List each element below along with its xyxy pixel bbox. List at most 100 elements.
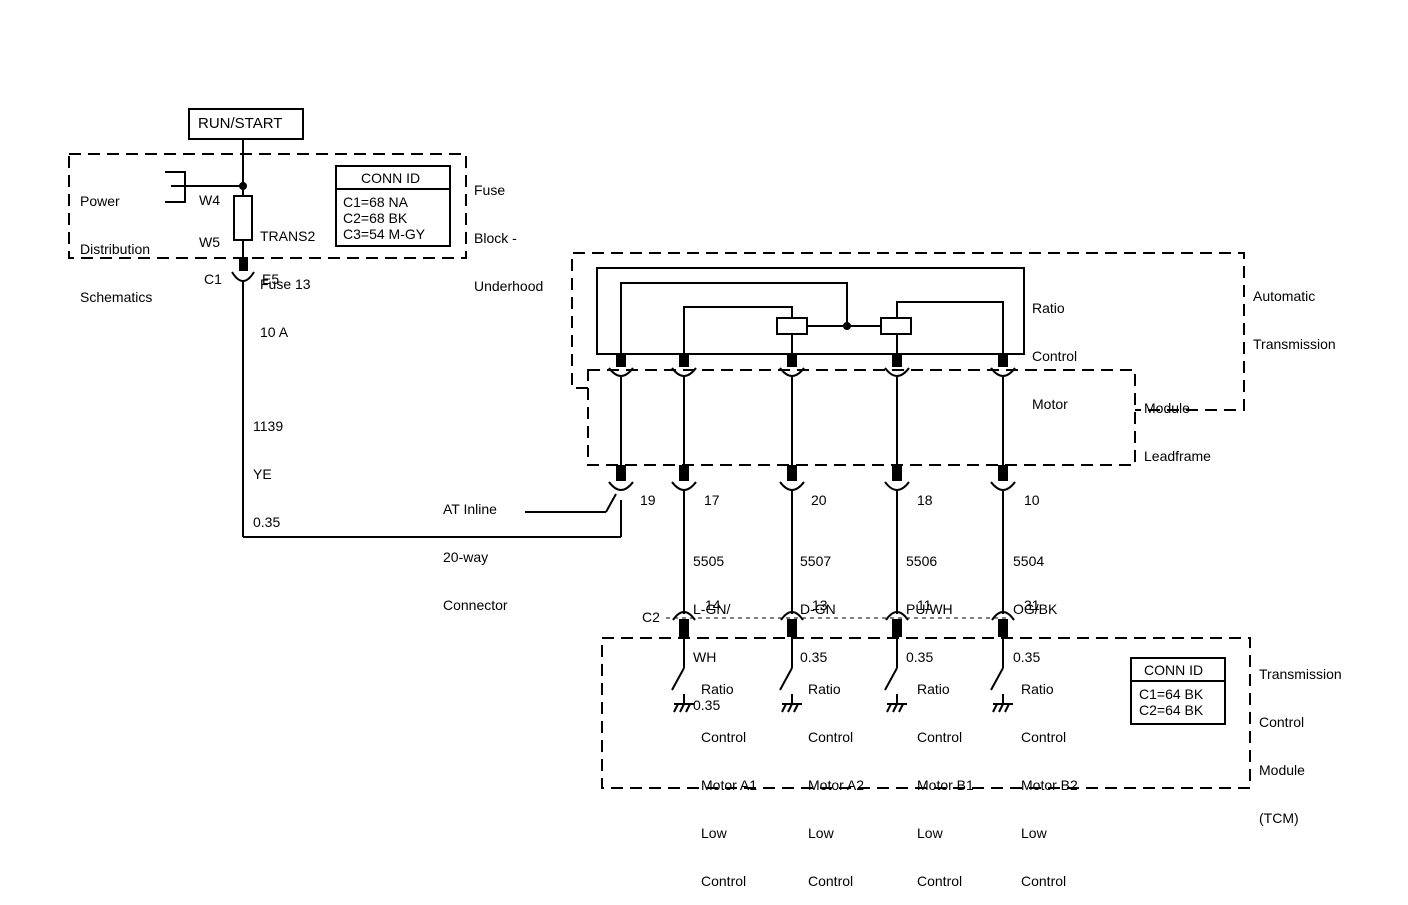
tcm-conn-id-table: CONN ID C1=64 BK C2=64 BK [1130,657,1226,725]
fuse-block-title-line: Fuse [474,182,506,198]
conn-id-row: C2=64 BK [1139,702,1204,718]
wiring-schematic: RUN/START Fuse Block - Underhood Power D… [68,108,1342,889]
wire-label-line: YE [253,466,272,482]
wire-5505-label: 5505 L-GN/ WH 0.35 [693,521,730,729]
wire-size: 0.35 [800,649,828,665]
fuse-block-title-line: Underhood [474,278,544,294]
leadframe-boundary [587,369,1136,466]
inline-pin-number: 18 [917,492,933,508]
control-line: Low [917,825,943,841]
circuit-number: 5506 [906,553,938,569]
motor-label-line: Motor [1032,396,1068,412]
circuit-number: 5504 [1013,553,1045,569]
leadframe-conductors [608,353,1016,614]
tcm-pin-number: 11 [917,597,932,613]
wire-5504-label: 5504 OG/BK 0.35 [1013,521,1057,681]
tcm-title: Transmission Control Module (TCM) [1259,634,1342,842]
schematic-lines [68,139,1251,789]
inline-pin-number: 10 [1024,492,1040,508]
power-dist-line: Schematics [80,289,153,305]
control-line: Control [808,729,854,745]
control-line: Control [701,873,747,889]
power-distribution-reference: Power Distribution Schematics [80,161,152,321]
control-line: Ratio [1021,681,1054,697]
control-line: Control [701,729,747,745]
fuse-13-symbol [233,195,253,241]
fuse-label-line: TRANS2 [260,228,316,244]
wire-label-line: 1139 [253,418,284,434]
coil-a [776,317,808,335]
inline-pin-number: 19 [640,492,656,508]
auto-trans-title-line: Automatic [1253,288,1316,304]
circuit-number: 5507 [800,553,832,569]
ratio-control-motor-box [596,267,1025,355]
fuse-block-title-line: Block - [474,230,517,246]
fuse-label-line: Fuse 13 [260,276,311,292]
fuse-label-line: 10 A [260,324,289,340]
motor-a1-control-label: Ratio Control Motor A1 Low Control [701,649,757,905]
conn-id-row: C1=64 BK [1139,686,1204,702]
wire-color: L-GN/ [693,601,731,617]
control-line: Motor A1 [701,777,758,793]
control-line: Motor B1 [917,777,974,793]
conn-id-row: C3=54 M-GY [343,226,426,242]
control-line: Control [917,729,963,745]
control-line: Ratio [701,681,734,697]
control-line: Low [1021,825,1047,841]
wire-5506-label: 5506 PU/WH 0.35 [906,521,953,681]
inline-label-line: AT Inline [443,501,497,517]
control-line: Ratio [808,681,841,697]
auto-trans-title: Automatic Transmission [1253,256,1336,368]
at-inline-connector-label: AT Inline 20-way Connector [443,469,508,629]
inline-label-line: Connector [443,597,508,613]
power-dist-line: Distribution [80,241,151,257]
wire-color: PU/WH [906,601,953,617]
conn-id-row: C1=68 NA [343,194,408,210]
control-line: Control [1021,873,1067,889]
inline-pin-number: 17 [704,492,720,508]
terminal-e5: E5 [262,271,280,287]
control-line: Control [1021,729,1067,745]
inline-label-line: 20-way [443,549,489,565]
wire-size: 0.35 [693,697,721,713]
wire-5507-label: 5507 D-GN 0.35 [800,521,836,681]
circuit-number: 5505 [693,553,725,569]
control-line: Ratio [917,681,950,697]
conn-id-header: CONN ID [1144,662,1204,678]
run-start-box: RUN/START [188,108,304,140]
motor-b2-control-label: Ratio Control Motor B2 Low Control [1021,649,1078,905]
control-line: Low [808,825,834,841]
control-line: Low [701,825,727,841]
connector-c2: C2 [642,609,660,625]
tcm-title-line: Control [1259,714,1305,730]
tcm-pin-number: 31 [1024,597,1040,613]
fuse-block-conn-id-table: CONN ID C1=68 NA C2=68 BK C3=54 M-GY [335,165,451,247]
coil-b [880,317,912,335]
control-line: Control [808,873,854,889]
run-start-label: RUN/START [198,115,283,132]
tcm-boundary [601,637,1251,789]
tcm-pin-number: 14 [705,597,721,613]
wire-color: D-GN [800,601,836,617]
control-line: Control [917,873,963,889]
wire-1139-label: 1139 YE 0.35 [253,386,283,546]
motor-label-line: Control [1032,348,1078,364]
connector-c1: C1 [204,271,222,287]
terminal-w5: W5 [199,234,220,250]
power-dist-line: Power [80,193,120,209]
conn-id-header: CONN ID [361,170,421,186]
tcm-title-line: Module [1259,762,1305,778]
fuse-block-title: Fuse Block - Underhood [474,150,543,310]
module-leadframe-label: Module Leadframe [1144,368,1211,480]
wire-color: OG/BK [1013,601,1058,617]
wire-size: 0.35 [1013,649,1041,665]
terminal-w4: W4 [199,192,220,208]
tcm-title-line: Transmission [1259,666,1342,682]
leadframe-label-line: Module [1144,400,1190,416]
control-line: Motor B2 [1021,777,1078,793]
tcm-title-line: (TCM) [1259,810,1299,826]
low-side-switches [671,636,1013,713]
leadframe-label-line: Leadframe [1144,448,1211,464]
inline-pin-number: 20 [811,492,827,508]
control-line: Motor A2 [808,777,865,793]
